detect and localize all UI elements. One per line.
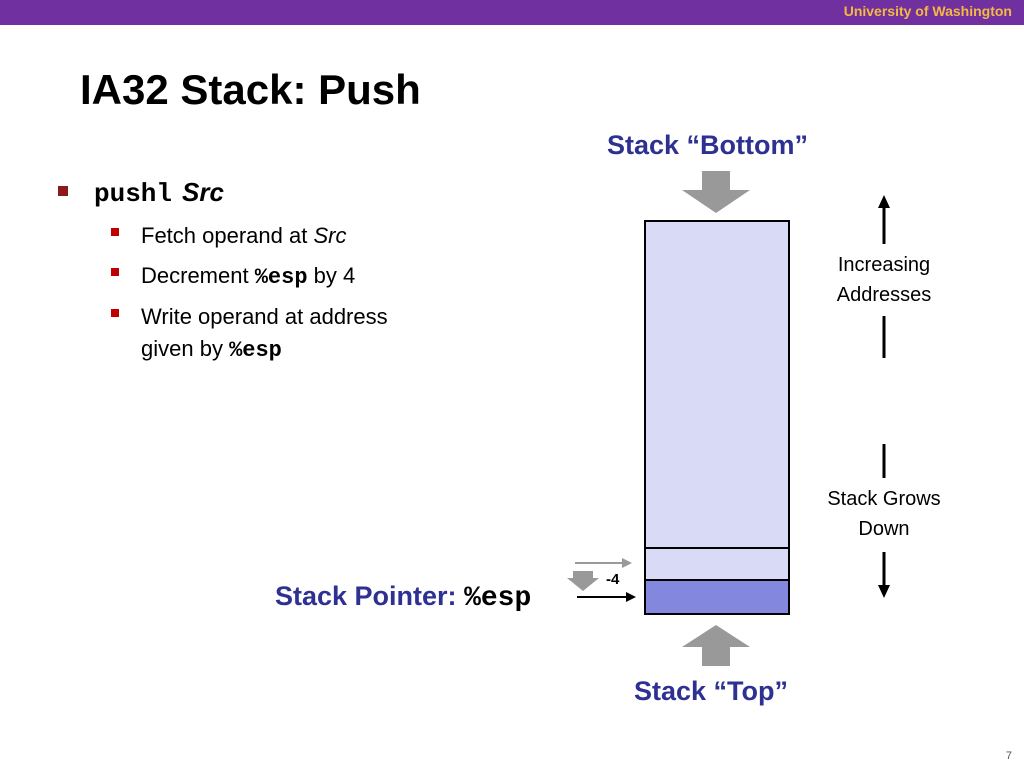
increasing-addresses-label: Increasing Addresses bbox=[836, 254, 932, 306]
org-name: University of Washington bbox=[843, 3, 1012, 19]
top-arrow-icon bbox=[682, 625, 750, 666]
esp-arrow-icon bbox=[626, 592, 636, 602]
operand-text: Src bbox=[182, 177, 224, 207]
sub-bullet-marker bbox=[111, 228, 119, 236]
decrement-label: -4 bbox=[606, 571, 620, 588]
sub-bullet-marker bbox=[111, 309, 119, 317]
stack-pointer-label: Stack Pointer: %esp bbox=[275, 581, 532, 614]
stack-body bbox=[644, 220, 790, 549]
bottom-arrow-icon bbox=[682, 171, 750, 213]
page-number: 7 bbox=[1005, 750, 1012, 762]
stack-grows-label: Stack Grows Down bbox=[827, 488, 941, 540]
up-arrow-icon bbox=[878, 195, 890, 208]
stack-top-label: Stack “Top” bbox=[634, 676, 789, 706]
bullet-marker bbox=[58, 186, 68, 196]
instruction-code: pushl bbox=[94, 179, 173, 209]
old-esp-arrow-icon bbox=[622, 558, 632, 568]
down-arrow-icon bbox=[878, 585, 890, 598]
sub-bullet-marker bbox=[111, 268, 119, 276]
decrement-arrow-icon bbox=[567, 571, 599, 591]
stack-top-cell bbox=[644, 579, 790, 615]
stack-new-cell bbox=[644, 547, 790, 581]
slide-title: IA32 Stack: Push bbox=[80, 66, 421, 113]
stack-bottom-label: Stack “Bottom” bbox=[607, 130, 809, 160]
header-bar: University of Washington bbox=[0, 0, 1024, 25]
stack-pointer-reg: %esp bbox=[464, 583, 532, 614]
